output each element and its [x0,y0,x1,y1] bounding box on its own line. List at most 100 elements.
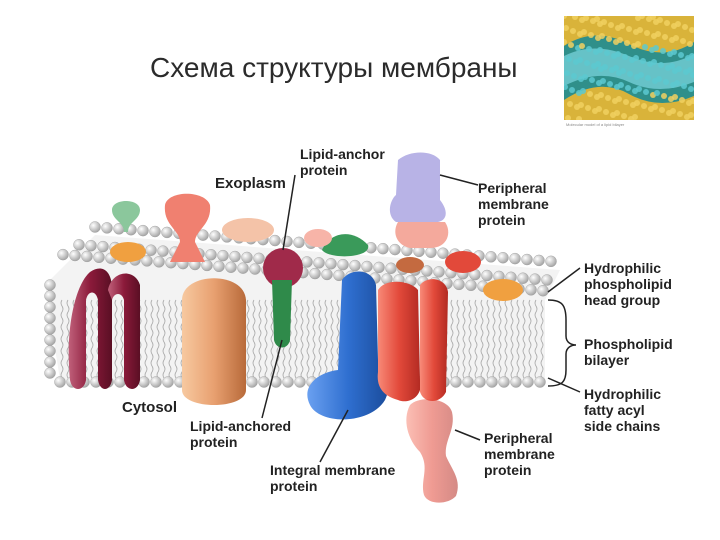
label-cytosol: Cytosol [122,400,177,416]
orange-head-right [483,279,523,301]
head-group [326,258,337,269]
head-group [434,266,445,277]
head-group [70,250,81,261]
label-hydrophilic-head: Hydrophilic phospholipid head group [584,260,672,308]
head-group [45,346,56,357]
peripheral-protein-bottom [406,399,457,503]
head-group [158,246,169,257]
head-group [374,262,385,273]
head-group [115,377,126,388]
head-group [154,256,165,267]
lipid-anchored-protein [272,280,292,348]
head-group [451,377,462,388]
head-group [45,357,56,368]
head-group [530,274,541,285]
head-group [438,248,449,259]
head-group [426,247,437,258]
integral-protein-red [378,282,421,402]
orange-integral-protein [182,278,246,405]
head-group [486,251,497,262]
head-group [151,377,162,388]
head-group [206,249,217,260]
head-group [487,377,498,388]
pink-head-small [304,229,332,247]
head-group [82,251,93,262]
label-exoplasm: Exoplasm [215,176,286,192]
label-peripheral-top: Peripheral membrane protein [478,180,549,228]
head-group [210,231,221,242]
head-group [250,264,261,275]
red-head-right [445,251,481,273]
head-group [45,313,56,324]
head-group [150,226,161,237]
peripheral-protein-top [390,153,446,223]
head-group [226,262,237,273]
head-group [214,261,225,272]
head-group [45,280,56,291]
integral-protein-red-b [420,279,448,401]
head-group [510,253,521,264]
label-phospholipid-bilayer: Phospholipid bilayer [584,336,673,368]
head-group [295,377,306,388]
head-group [498,252,509,263]
head-group [98,241,109,252]
head-group [322,269,333,280]
head-group [55,377,66,388]
head-group [283,377,294,388]
head-group [535,377,546,388]
head-group [302,256,313,267]
head-group [454,279,465,290]
head-group [247,377,258,388]
head-group [386,263,397,274]
head-group [270,235,281,246]
head-group [146,245,157,256]
head-group [90,222,101,233]
label-lipid-anchor-protein: Lipid-anchor protein [300,146,385,178]
head-group [259,377,270,388]
orange-head-protein [110,242,146,262]
head-group [310,268,321,279]
head-group [511,377,522,388]
head-group [94,252,105,263]
head-group [86,240,97,251]
head-group [466,280,477,291]
head-group [523,377,534,388]
head-group [522,254,533,265]
label-integral-protein: Integral membrane protein [270,462,395,494]
head-group [138,225,149,236]
head-group [482,270,493,281]
head-group [45,335,56,346]
head-group [238,263,249,274]
head-group [230,251,241,262]
head-group [314,257,325,268]
label-lipid-anchored-protein: Lipid-anchored protein [190,418,291,450]
head-group [338,259,349,270]
head-group [139,377,150,388]
head-group [45,302,56,313]
label-hydrophilic-fatty: Hydrophilic fatty acyl side chains [584,386,661,434]
head-group [162,227,173,238]
head-group [378,243,389,254]
peach-lipid [222,218,274,242]
head-group [362,261,373,272]
head-group [102,222,113,233]
head-group [242,252,253,263]
head-group [45,324,56,335]
head-group [350,260,361,271]
head-group [294,237,305,248]
head-group [74,239,85,250]
head-group [538,285,549,296]
head-group [390,244,401,255]
head-group [163,377,174,388]
peripheral-protein-top-pink [395,222,448,248]
head-group [218,250,229,261]
head-group [58,249,69,260]
head-group [499,377,510,388]
head-group [526,284,537,295]
head-group [463,377,474,388]
head-group [546,256,557,267]
head-group [475,377,486,388]
label-peripheral-bottom: Peripheral membrane protein [484,430,555,478]
head-group [254,253,265,264]
head-group [518,273,529,284]
